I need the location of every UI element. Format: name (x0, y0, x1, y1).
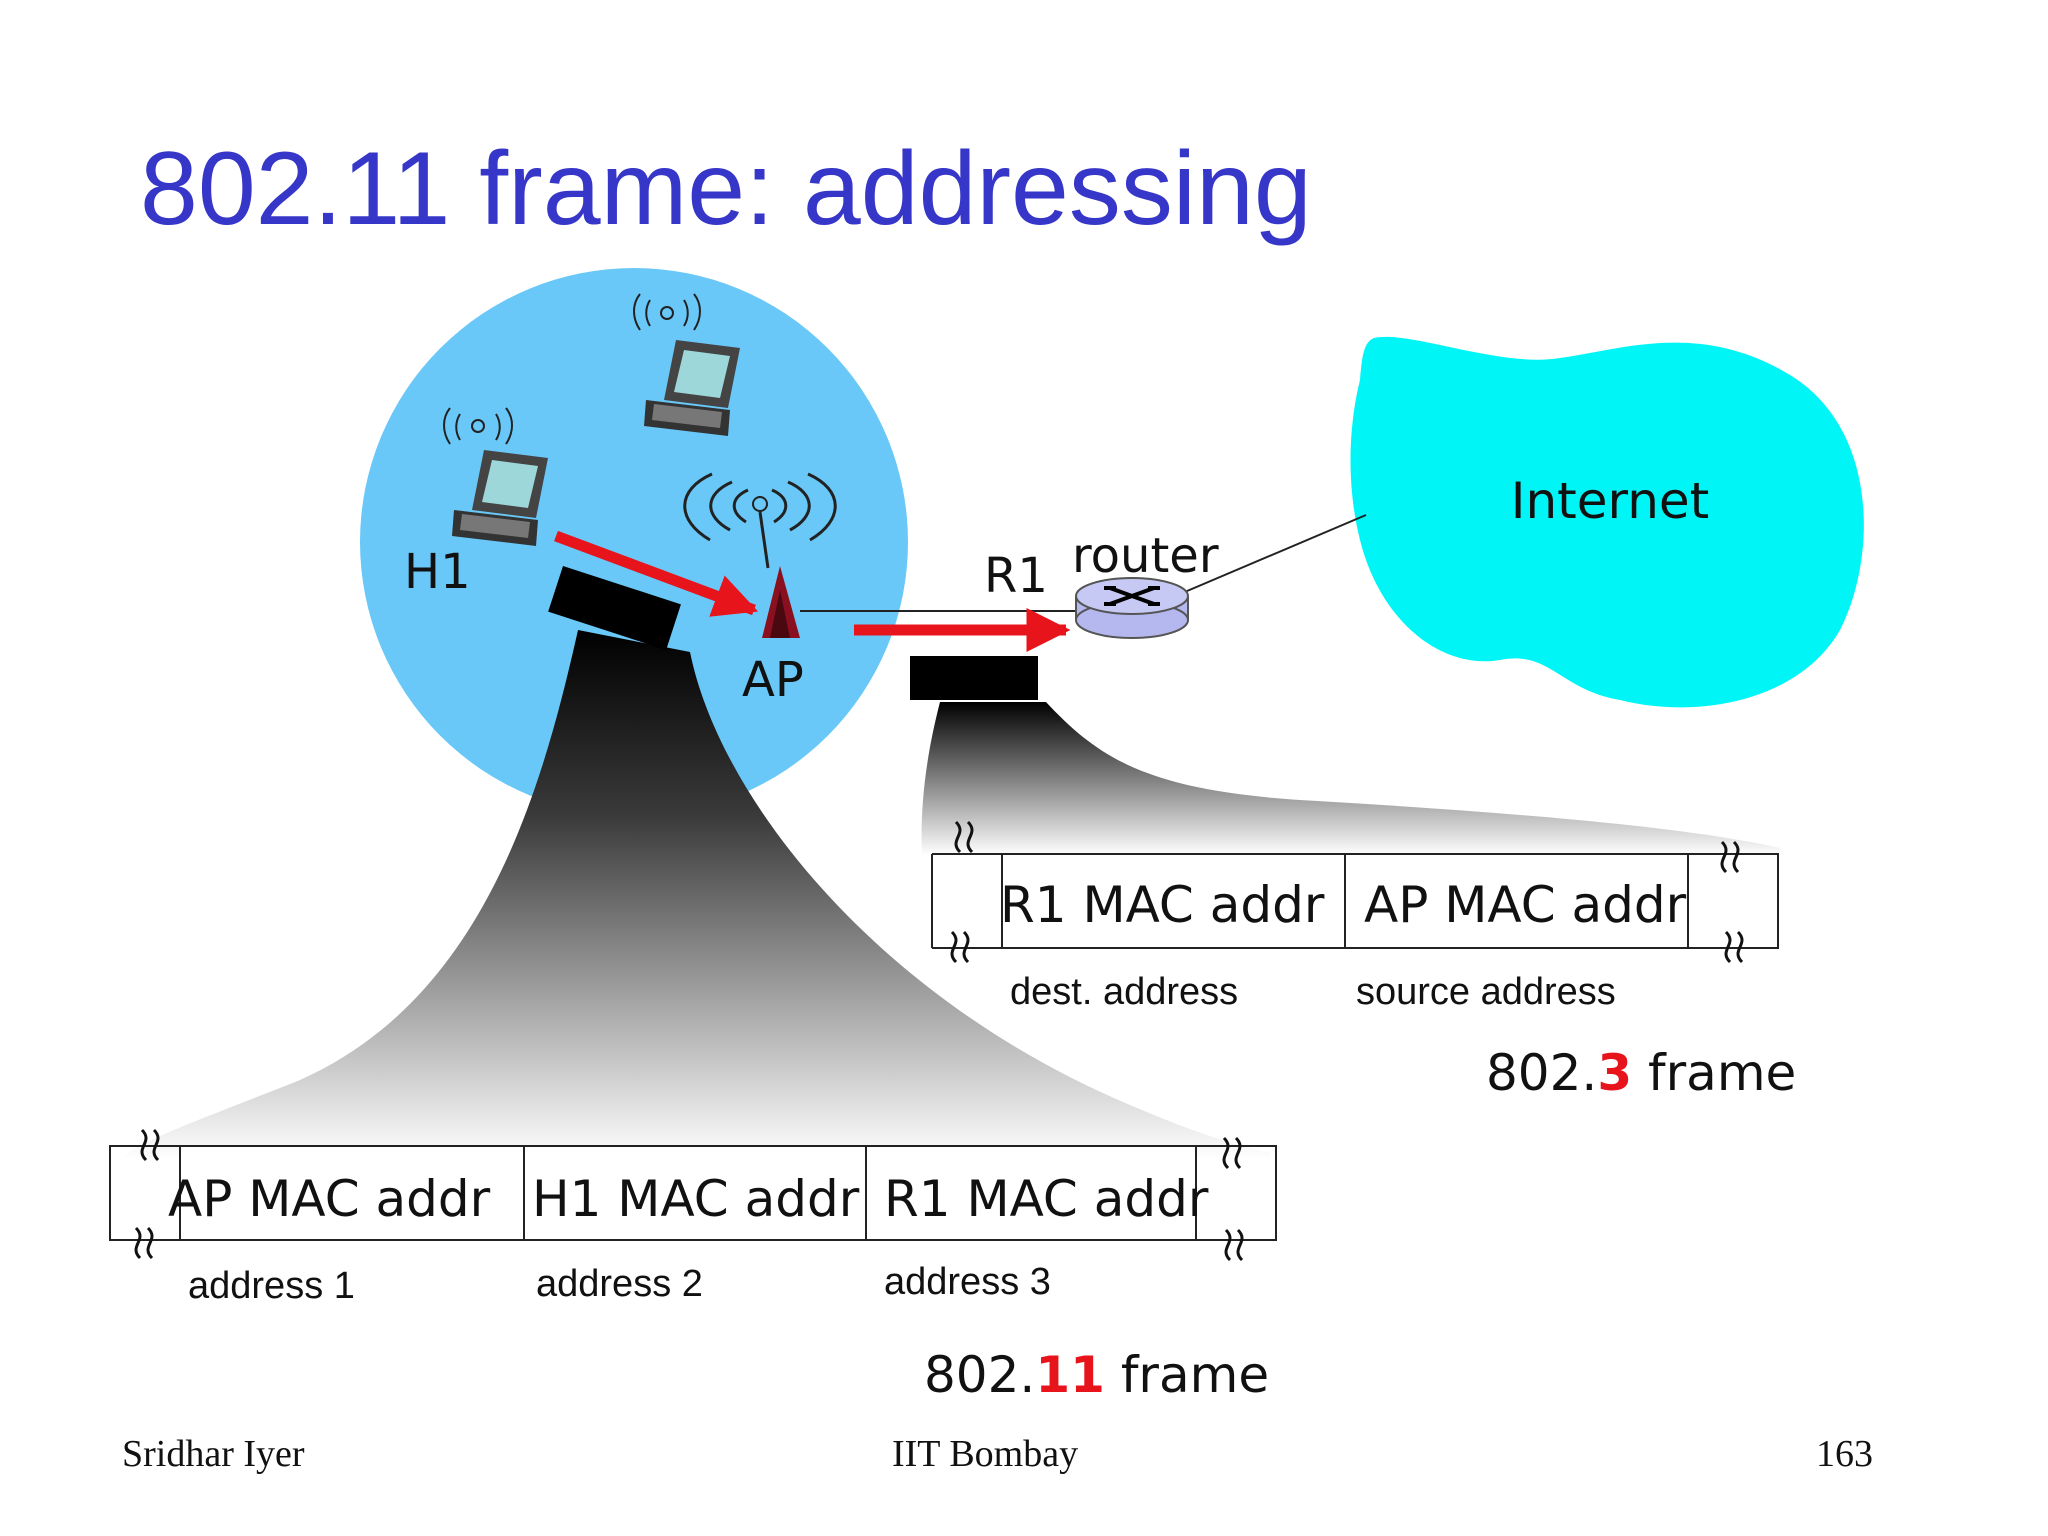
access-point-icon (683, 472, 837, 638)
frame-80211-caption-2: address 2 (536, 1263, 703, 1305)
router-icon (1075, 577, 1189, 639)
break-mark-icon (954, 820, 974, 854)
frame-8023-caption-dest: dest. address (1010, 971, 1238, 1013)
router-label: router (1072, 528, 1219, 584)
frame-80211-field-3: R1 MAC addr (884, 1170, 1209, 1228)
break-mark-icon (1224, 1228, 1244, 1262)
break-mark-icon (1222, 1136, 1242, 1170)
frame-8023-field-source: AP MAC addr (1364, 876, 1687, 934)
frame-80211-label-prefix: 802. (924, 1346, 1035, 1404)
footer-institution: IIT Bombay (892, 1433, 1079, 1475)
wireless-packet-block (548, 566, 681, 650)
break-mark-icon (1724, 930, 1744, 964)
frame-8023-field-dest: R1 MAC addr (1000, 876, 1325, 934)
frame-80211-label: 802.11 frame (924, 1346, 1269, 1404)
footer-author: Sridhar Iyer (122, 1433, 305, 1475)
internet-cloud (1350, 336, 1864, 708)
frame-80211-caption-1: address 1 (188, 1265, 355, 1307)
frame-8023: R1 MAC addr AP MAC addr dest. address so… (931, 820, 1796, 1102)
slide-title: 802.11 frame: addressing (140, 131, 1312, 247)
frame-8023-label: 802.3 frame (1486, 1044, 1796, 1102)
frame-80211-caption-3: address 3 (884, 1261, 1051, 1303)
frame-80211-zoom-funnel (120, 630, 1270, 1160)
wired-packet-block (910, 656, 1038, 700)
frame-80211-field-2: H1 MAC addr (532, 1170, 860, 1228)
break-mark-icon (950, 930, 970, 964)
footer-page-number: 163 (1816, 1433, 1873, 1475)
h1-label: H1 (404, 544, 471, 600)
router-internet-link (1179, 514, 1367, 595)
frame-80211: AP MAC addr H1 MAC addr R1 MAC addr addr… (109, 1128, 1277, 1404)
frame-80211-label-number: 11 (1035, 1346, 1105, 1404)
frame-8023-label-number: 3 (1597, 1044, 1632, 1102)
break-mark-icon (134, 1226, 154, 1260)
frame-80211-label-suffix: frame (1105, 1346, 1269, 1404)
laptop-h1-icon (443, 407, 548, 546)
frame-8023-label-suffix: frame (1632, 1044, 1796, 1102)
break-mark-icon (1720, 840, 1740, 874)
h1-to-ap-arrow (554, 530, 759, 617)
bss-coverage-circle (360, 268, 908, 816)
frame-8023-zoom-funnel (921, 702, 1780, 855)
frame-8023-label-prefix: 802. (1486, 1044, 1597, 1102)
ap-label: AP (742, 652, 804, 708)
frame-8023-caption-source: source address (1356, 971, 1616, 1013)
internet-label: Internet (1511, 472, 1710, 530)
frame-80211-field-1: AP MAC addr (168, 1170, 491, 1228)
laptop-top-icon (633, 293, 740, 436)
r1-label: R1 (984, 548, 1048, 604)
break-mark-icon (140, 1128, 160, 1162)
